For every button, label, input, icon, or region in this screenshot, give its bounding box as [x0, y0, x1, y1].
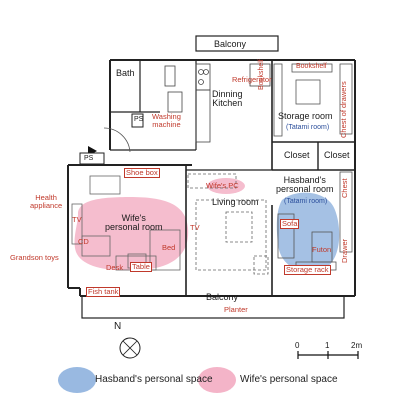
closet-left-label: Closet	[284, 150, 310, 160]
health-appliance-label: Health appliance	[30, 193, 63, 210]
legend-wife-label: Wife's personal space	[240, 374, 338, 385]
living-room-furniture	[187, 173, 269, 275]
wife-pc-label: Wife's PC	[206, 181, 239, 190]
wife-personal-space-room	[74, 197, 189, 271]
husband-personal-space	[276, 192, 340, 272]
balcony-bottom-label: Balcony	[206, 292, 239, 302]
table-label: Table	[130, 262, 152, 272]
fish-tank-label: Fish tank	[86, 287, 121, 297]
wife-room-label: Wife's personal room	[105, 213, 163, 232]
chest-of-drawers-label: Chest of drawers	[339, 81, 348, 138]
scale-label-1: 1	[325, 341, 330, 350]
dinning-kitchen-label: Dinning Kitchen	[212, 89, 243, 108]
cd-label: CD	[78, 237, 89, 246]
husband-room-label: Hasband's personal room	[276, 175, 334, 194]
refrigerator-label: Refrigerator	[232, 75, 272, 84]
washing-machine-label: Washing machine	[152, 112, 181, 129]
shoe-box-label: Shoe box	[124, 168, 160, 178]
scale-label-2m: 2m	[351, 341, 363, 350]
storage-room-label: Storage room	[278, 111, 333, 121]
balcony-top-label: Balcony	[214, 39, 247, 49]
bookshelf-side-label: Bookshelf	[258, 59, 265, 90]
entrance-door-swing	[103, 127, 131, 153]
balcony-bottom-outline	[81, 295, 345, 319]
wife-personal-space-living	[207, 178, 245, 194]
ps-lower-label: PS	[84, 155, 94, 162]
planter-label: Planter	[224, 305, 248, 314]
legend-husband-label: Hasband's personal space	[95, 374, 213, 385]
legend-husband-swatch	[58, 367, 96, 393]
kitchen-fixtures	[164, 63, 271, 143]
legend-wife-swatch	[198, 367, 236, 393]
husband-tatami-label: (Tatami room)	[284, 198, 328, 205]
compass-north-label: N	[114, 321, 122, 332]
tv-living-label: TV	[190, 223, 200, 232]
tv-wife-label: TV	[72, 215, 82, 224]
bed-label: Bed	[162, 243, 176, 252]
grandson-toys-label: Grandson toys	[10, 253, 59, 262]
compass-needle-icon	[122, 340, 138, 356]
scale-bar	[297, 351, 359, 359]
bookshelf-top-label: Bookshelf	[296, 63, 327, 70]
wife-room-furniture	[71, 175, 181, 271]
drawer-label: Drawer	[340, 238, 349, 263]
walls	[67, 35, 356, 297]
ps-box-upper	[131, 113, 144, 128]
futon-label: Futon	[312, 245, 332, 254]
ps-upper-label: PS	[134, 116, 144, 123]
sofa-label: Sofa	[280, 219, 300, 229]
compass-circle	[119, 337, 141, 359]
closet-right-label: Closet	[324, 150, 350, 160]
chest-label: Chest	[340, 178, 349, 198]
storage-tatami-label: (Tatami room)	[286, 124, 330, 131]
living-room-label: Living room	[212, 197, 259, 207]
bath-label: Bath	[116, 68, 135, 78]
storage-rack-label: Storage rack	[284, 265, 331, 275]
desk-label: Desk	[106, 263, 124, 272]
scale-label-0: 0	[295, 341, 300, 350]
ps-box-lower	[79, 152, 105, 165]
